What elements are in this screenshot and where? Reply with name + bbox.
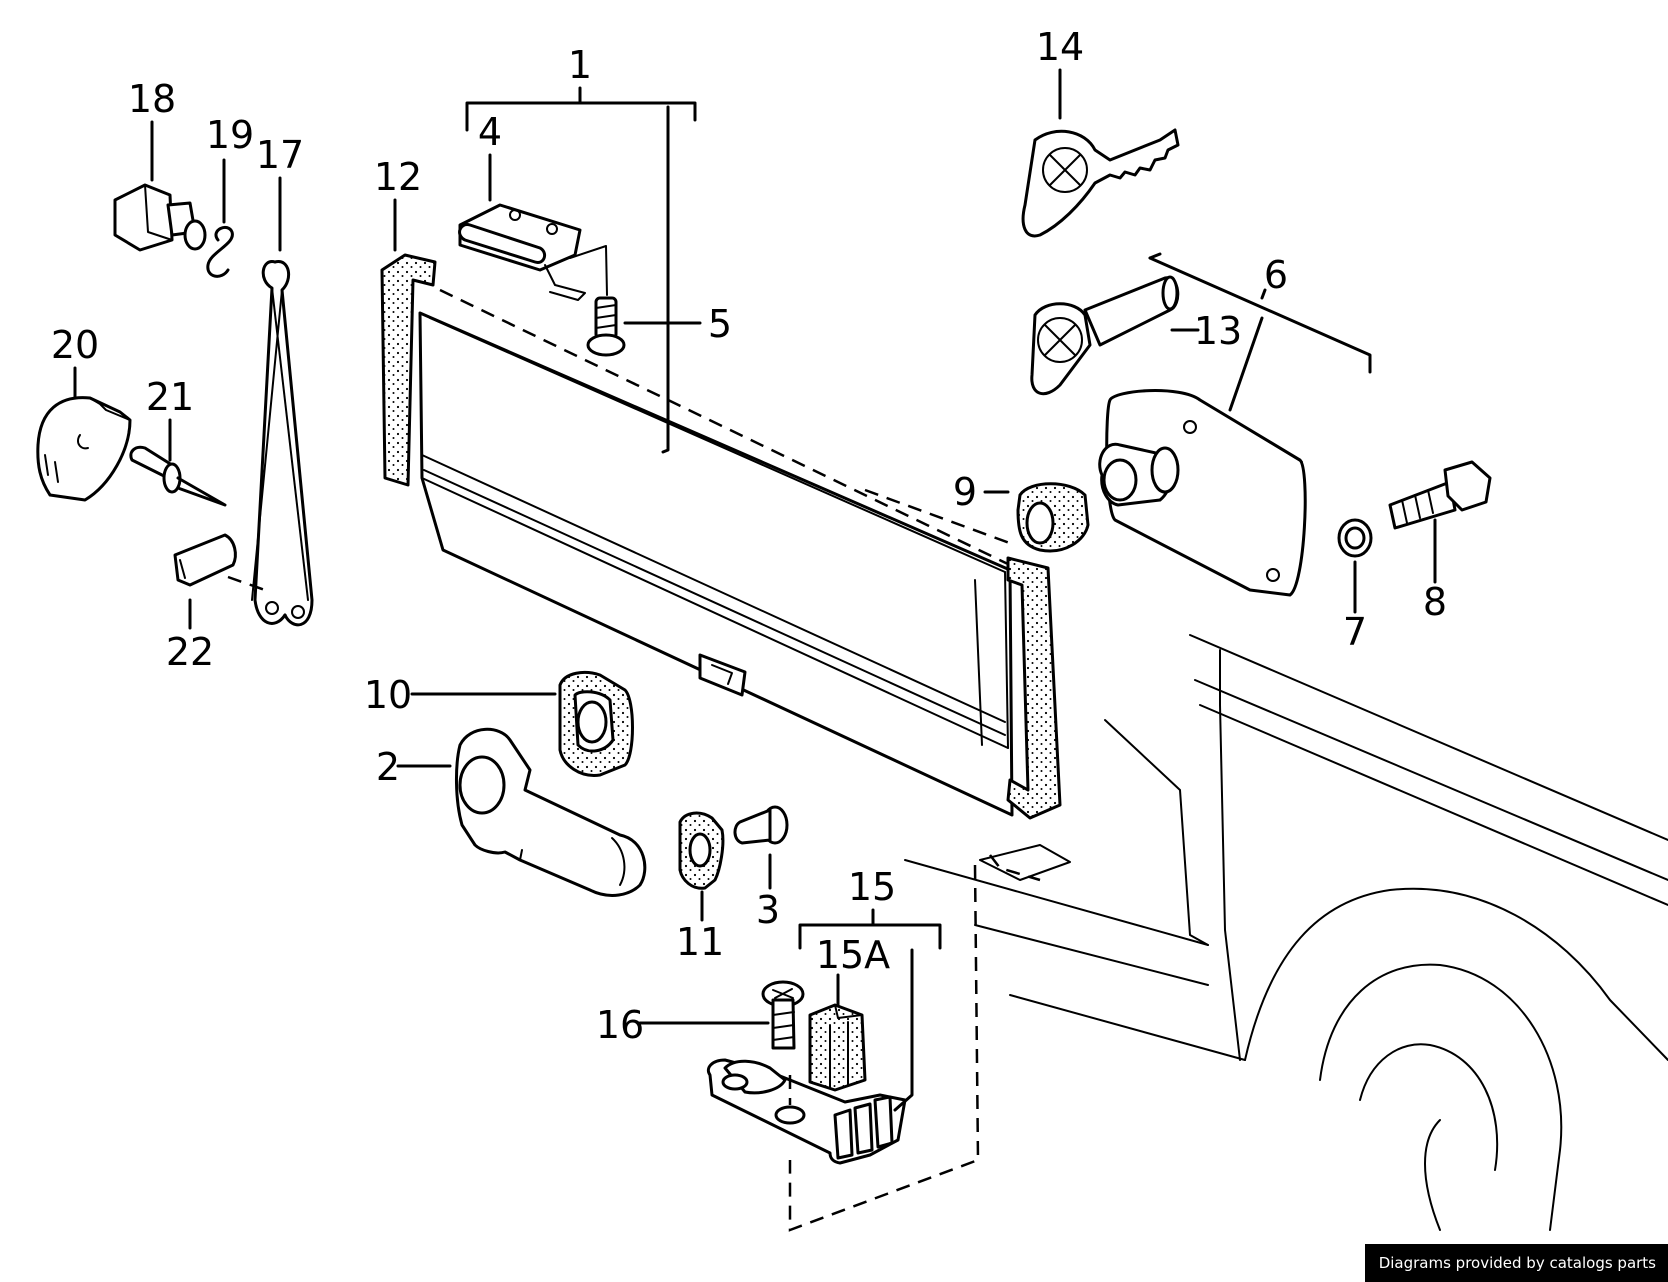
label-18: 18 (128, 77, 176, 121)
label-11: 11 (676, 920, 724, 964)
label-13: 13 (1194, 309, 1242, 353)
left-seal-strip (380, 253, 437, 487)
cap-nut-part (113, 183, 207, 252)
label-16: 16 (596, 1003, 644, 1047)
label-4: 4 (478, 110, 502, 154)
label-17: 17 (256, 133, 304, 177)
label-14: 14 (1036, 25, 1084, 69)
lock-cylinder-part (1030, 275, 1180, 396)
screw-part-5 (586, 296, 626, 357)
label-9: 9 (953, 470, 977, 514)
bushing-part (1016, 482, 1090, 553)
clip-part (206, 226, 234, 278)
small-gasket-part (678, 811, 725, 890)
callout-bracket-1 (465, 86, 697, 454)
screw-part-16 (761, 980, 805, 1050)
label-1: 1 (568, 43, 592, 87)
label-5: 5 (708, 302, 732, 346)
striker-part (706, 1058, 907, 1165)
plug-part (36, 396, 132, 502)
label-2: 2 (376, 745, 400, 789)
key-part (1021, 128, 1180, 238)
leader-lines (73, 68, 1437, 1025)
lock-plate-part (1098, 389, 1307, 597)
hinge-part (458, 203, 608, 301)
pin-part (129, 445, 227, 507)
label-15: 15 (848, 865, 896, 909)
label-3: 3 (756, 888, 780, 932)
check-strap-part (251, 260, 314, 627)
vehicle-body-outline (904, 634, 1668, 1231)
label-19: 19 (206, 113, 254, 157)
label-6: 6 (1264, 253, 1288, 297)
striker-pad-part (808, 1003, 867, 1092)
handle-part (455, 727, 647, 897)
tailgate-panel (418, 311, 1014, 817)
label-21: 21 (146, 375, 194, 419)
gasket-part (558, 671, 634, 777)
screw-part-3 (733, 805, 789, 845)
label-20: 20 (51, 323, 99, 367)
bolt-part (1388, 460, 1492, 530)
label-8: 8 (1423, 580, 1447, 624)
callout-labels: 1 4 5 12 14 6 13 9 7 8 18 19 17 20 21 22… (51, 25, 1447, 1047)
right-seal-strip (1006, 556, 1062, 820)
credit-banner: Diagrams provided by catalogs parts (1364, 1244, 1668, 1282)
label-22: 22 (166, 630, 214, 674)
washer-part (1337, 518, 1373, 558)
callout-bracket-15 (798, 908, 942, 1112)
small-cap-part (173, 533, 237, 587)
label-15a: 15A (816, 933, 890, 977)
label-10: 10 (364, 673, 412, 717)
label-12: 12 (374, 155, 422, 199)
label-7: 7 (1343, 610, 1367, 654)
